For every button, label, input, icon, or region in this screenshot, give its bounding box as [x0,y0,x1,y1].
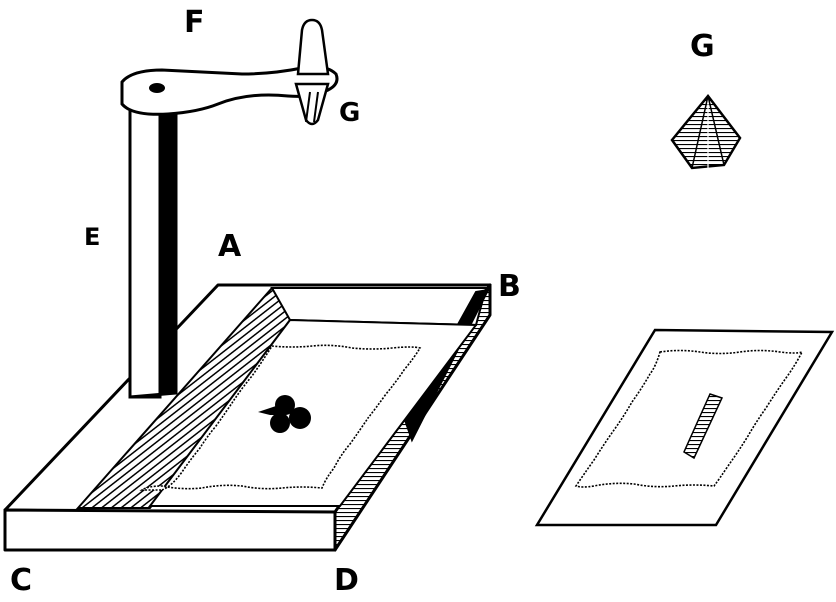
label-d: D [334,563,359,598]
label-g-detached: G [690,29,715,64]
label-f: F [184,5,205,40]
vertical-post [128,92,178,399]
swing-arm [120,65,339,116]
pyramid-weight [670,93,742,170]
label-c: C [10,563,33,598]
label-a: A [218,229,242,264]
separate-sheet [534,328,835,527]
label-b: B [498,269,521,304]
arm-pointer [294,18,330,126]
label-e: E [84,223,101,251]
club-shaped-spot [258,395,311,433]
label-g-arm: G [339,98,361,128]
